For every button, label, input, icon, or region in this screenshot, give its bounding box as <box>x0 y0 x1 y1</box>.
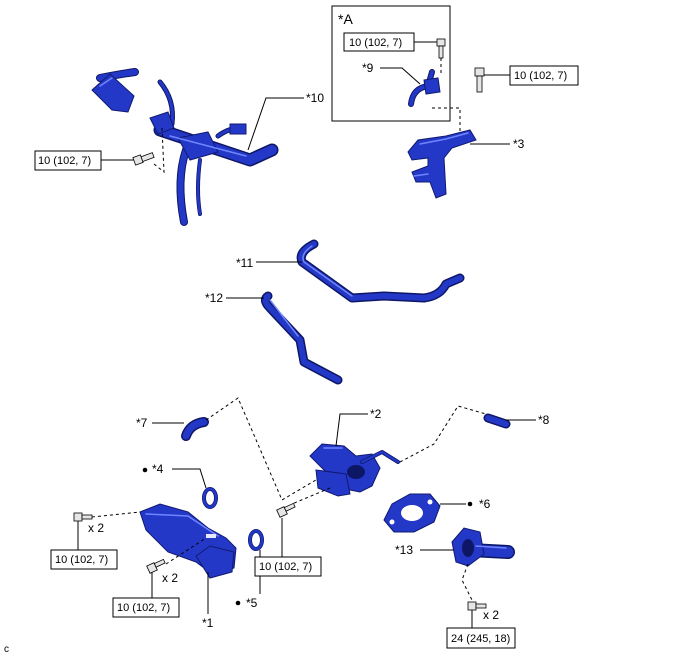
part-8-hose <box>483 413 511 429</box>
part-5-gasket <box>248 529 264 551</box>
callout-6: *6 <box>479 497 491 511</box>
torque-box-13 <box>446 627 516 649</box>
part-6-gasket <box>383 493 441 533</box>
torque-box-2 <box>254 556 322 577</box>
inset-frame <box>331 5 451 122</box>
callout-8: *8 <box>538 413 550 427</box>
bolt-icon-2 <box>276 502 296 518</box>
callout-7: *7 <box>136 416 148 430</box>
torque-value-inset: 10 (102, 7) <box>349 37 402 49</box>
non-reusable-dot-6 <box>467 501 473 507</box>
part-9-bracket <box>408 69 441 107</box>
part-10-harness <box>91 68 279 226</box>
callout-10: *10 <box>306 91 324 105</box>
bolt-icon-10 <box>132 152 155 166</box>
callout-9: *9 <box>362 61 374 75</box>
callout-1: *1 <box>202 616 214 630</box>
bolt-icon <box>436 38 446 59</box>
part-2-egr-valve <box>309 443 400 497</box>
callout-5: *5 <box>246 596 258 610</box>
non-reusable-dot-5 <box>235 600 241 606</box>
callout-12: *12 <box>205 291 223 305</box>
corner-code: c <box>4 644 9 655</box>
callout-2: *2 <box>370 407 382 421</box>
torque-box-1a <box>50 549 118 570</box>
torque-value-1b: 10 (102, 7) <box>117 602 170 614</box>
inset-label: *A <box>338 11 353 27</box>
torque-value-10: 10 (102, 7) <box>38 155 91 167</box>
part-1-egr-cooler <box>139 503 237 579</box>
torque-value-1a: 10 (102, 7) <box>55 554 108 566</box>
bolt-icon-1a <box>73 512 93 522</box>
part-11-hose <box>296 239 465 303</box>
bolt-icon-3 <box>474 67 485 93</box>
inset-a: *A 10 (102, 7) *9 <box>331 5 461 132</box>
non-reusable-dot-4 <box>142 467 148 473</box>
part-13-pipe <box>451 527 515 567</box>
bolt-icon-1b <box>146 558 166 574</box>
callout-13: *13 <box>395 543 413 557</box>
quantity-1a: x 2 <box>88 521 104 535</box>
torque-value-2: 10 (102, 7) <box>259 561 312 573</box>
torque-box-1b <box>112 597 180 618</box>
torque-value-3: 10 (102, 7) <box>514 70 567 82</box>
quantity-13: x 2 <box>483 608 499 622</box>
callout-11: *11 <box>236 256 253 270</box>
part-7-hose <box>181 417 209 441</box>
callout-3: *3 <box>513 137 525 151</box>
part-12-hose <box>260 291 343 385</box>
torque-value-13: 24 (245, 18) <box>451 633 510 645</box>
part-3-bracket <box>407 129 477 199</box>
torque-box-3 <box>509 65 579 86</box>
part-4-gasket <box>202 487 218 509</box>
quantity-1b: x 2 <box>162 571 178 585</box>
callout-4: *4 <box>152 462 164 476</box>
